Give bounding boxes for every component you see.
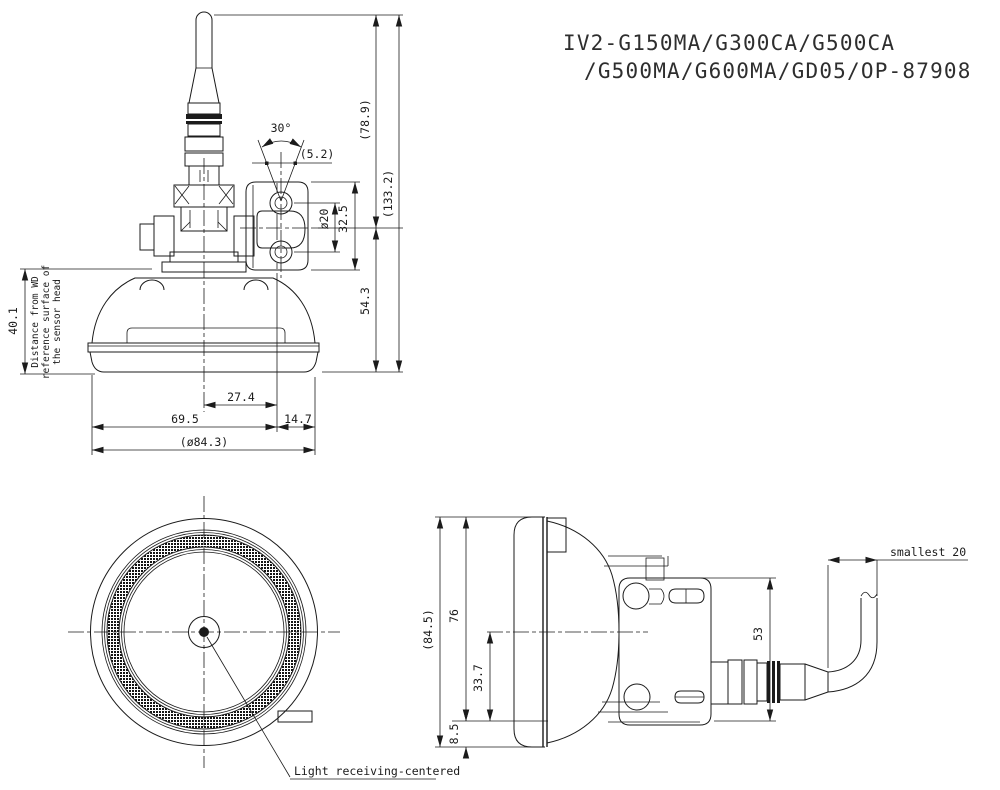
- front-tab: [277, 710, 313, 723]
- wd-note-line2: reference surface of: [41, 265, 52, 379]
- rear-view-bracket-dimension: 53: [668, 577, 776, 722]
- cable-connector-outline: [184, 11, 224, 186]
- front-view-lens: Light receiving-centered: [68, 496, 460, 780]
- dim-upper-height: (78.9): [358, 99, 372, 141]
- dim-beam-angle: 30°: [271, 121, 292, 135]
- mounting-bracket-outline: [240, 152, 325, 278]
- dim-overhang: 14.7: [284, 412, 312, 426]
- clamp-assembly-outline: [139, 158, 269, 412]
- rear-connector-cable: [710, 591, 878, 705]
- dim-lower-height: 54.3: [358, 287, 372, 315]
- side-view-cable-right: (84.5) 76 33.7 8.5 53 smallest 20: [421, 516, 968, 759]
- rear-view-left-dimensions: (84.5) 76 33.7 8.5: [421, 516, 548, 759]
- dim-rear-bracket: 53: [751, 627, 765, 641]
- wd-reference-dimension: 40.1 Distance from WD reference surface …: [6, 265, 152, 379]
- dim-rear-overall: (84.5): [421, 609, 435, 651]
- side-view-bottom-dimensions: 27.4 69.5 14.7 (ø84.3): [91, 273, 316, 455]
- cable-bend-dimension: smallest 20: [827, 545, 968, 668]
- side-view-right-dimensions: (78.9) 54.3 (133.2) ø20 32.5: [214, 14, 403, 373]
- rear-dome-profile: [546, 520, 620, 744]
- dim-center-offset: 27.4: [227, 390, 255, 404]
- drawing-title: IV2-G150MA/G300CA/G500CA /G500MA/G600MA/…: [563, 31, 972, 83]
- dim-total-height: (133.2): [381, 170, 395, 218]
- model-list-line2: /G500MA/G600MA/GD05/OP-87908: [584, 59, 972, 83]
- dim-cable-bend: smallest 20: [890, 545, 966, 559]
- dim-body-width: 69.5: [171, 412, 199, 426]
- beam-angle-indicator: 30° (5.2): [252, 121, 335, 202]
- dim-rear-body: 76: [447, 609, 461, 623]
- model-list-line1: IV2-G150MA/G300CA/G500CA: [563, 31, 895, 55]
- dim-outer-diameter: (ø84.3): [180, 435, 228, 449]
- dim-rear-base: 8.5: [447, 724, 461, 745]
- light-center-callout: Light receiving-centered: [206, 636, 460, 780]
- rear-clamp-details: [598, 555, 700, 723]
- rear-bracket-plate: [618, 577, 712, 726]
- dim-wd-distance: 40.1: [6, 307, 20, 335]
- dim-bracket-height: 32.5: [336, 205, 350, 233]
- wd-note-line3: the sensor head: [52, 279, 63, 365]
- dim-beam-width: (5.2): [300, 147, 335, 161]
- dim-hole-diameter: ø20: [317, 209, 331, 230]
- wd-note-line1: Distance from WD: [30, 276, 41, 368]
- dim-rear-axis-offset: 33.7: [471, 664, 485, 692]
- light-center-label: Light receiving-centered: [294, 764, 460, 778]
- sensor-dome-outline: [87, 277, 320, 373]
- side-view-cable-up: 30° (5.2) (78.9) 54.3 (133.2) ø20 32.5: [6, 11, 403, 455]
